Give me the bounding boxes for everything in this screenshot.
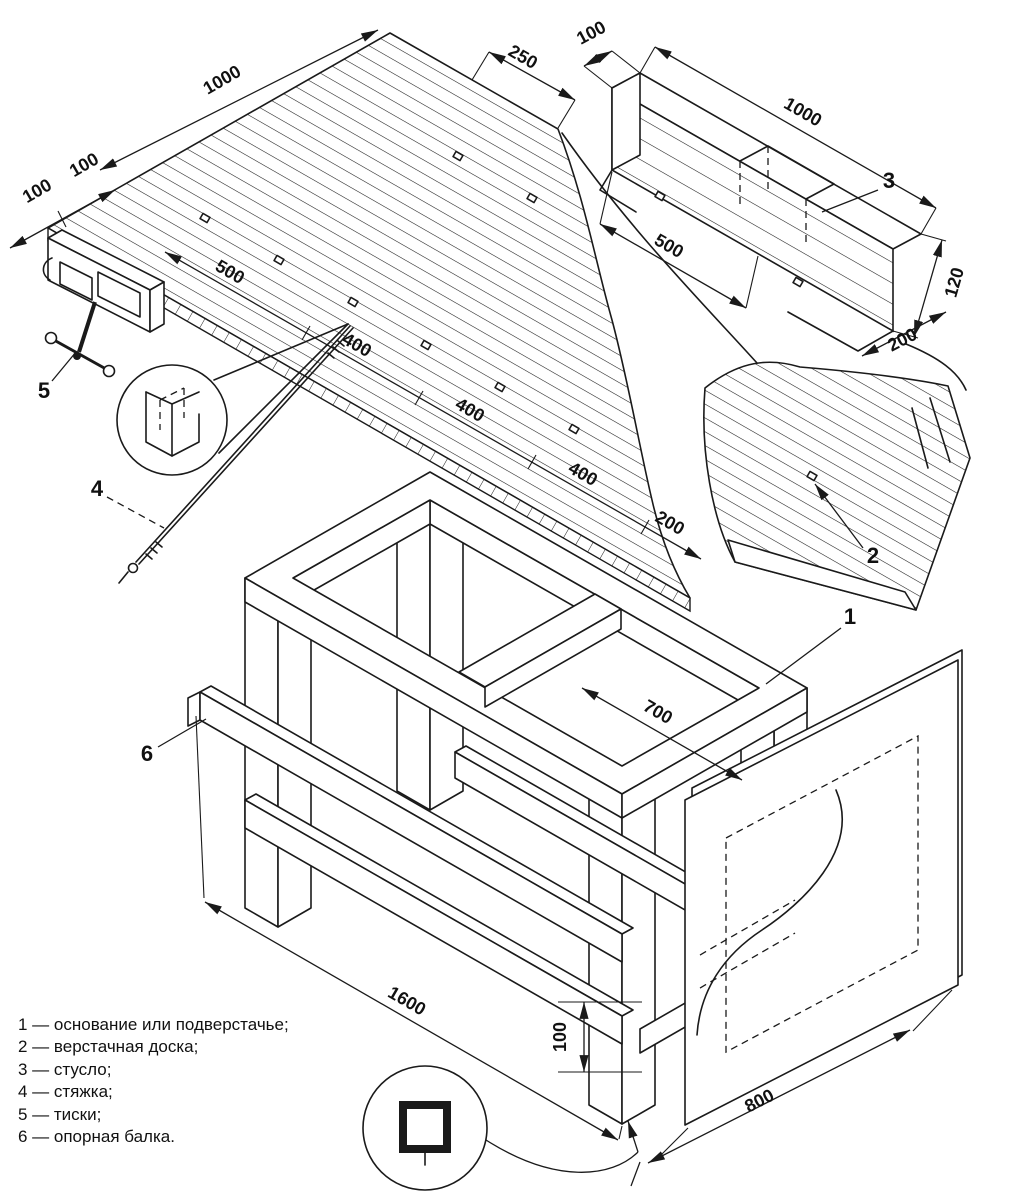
legend-item-3: 3 — стусло; [18, 1059, 112, 1079]
dim-miter-length: 1000 [781, 93, 826, 130]
legend-item-1: 1 — основание или подверстачье; [18, 1015, 289, 1034]
dim-frame-inner: 700 [640, 696, 676, 728]
miter-box [599, 72, 922, 352]
legend-item-6: 6 — опорная балка. [18, 1127, 175, 1147]
part-label-3: 3 [883, 168, 895, 193]
side-panel [684, 649, 963, 1126]
legend: 1 — основание или подверстачье; 2 — верс… [18, 1014, 358, 1149]
dog-hole [199, 212, 211, 224]
dog-hole [792, 276, 804, 288]
dim-left-a: 100 [19, 175, 55, 207]
legend-item-2: 2 — верстачная доска; [18, 1037, 199, 1057]
legend-item-4: 4 — стяжка; [18, 1082, 113, 1102]
part-label-2: 2 [867, 543, 879, 568]
part-label-4: 4 [91, 476, 104, 501]
dog-hole [526, 192, 538, 204]
part-label-6: 6 [141, 741, 153, 766]
dog-hole [452, 150, 464, 162]
dim-benchtop-length: 1000 [200, 61, 245, 98]
dim-left-b: 100 [66, 149, 102, 181]
dim-miter-height: 120 [940, 265, 968, 299]
dog-hole [806, 470, 818, 482]
dim-miter-end: 100 [573, 17, 609, 49]
part-label-1: 1 [844, 604, 856, 629]
part-labels: 1 2 3 4 5 6 [38, 168, 895, 766]
dim-benchtop-end: 250 [505, 41, 541, 73]
dim-leg-bottom: 100 [550, 1022, 570, 1052]
dim-frame-length: 1600 [385, 982, 430, 1019]
legend-item-5: 5 — тиски; [18, 1104, 102, 1124]
part-label-5: 5 [38, 378, 50, 403]
vise [42, 229, 165, 378]
